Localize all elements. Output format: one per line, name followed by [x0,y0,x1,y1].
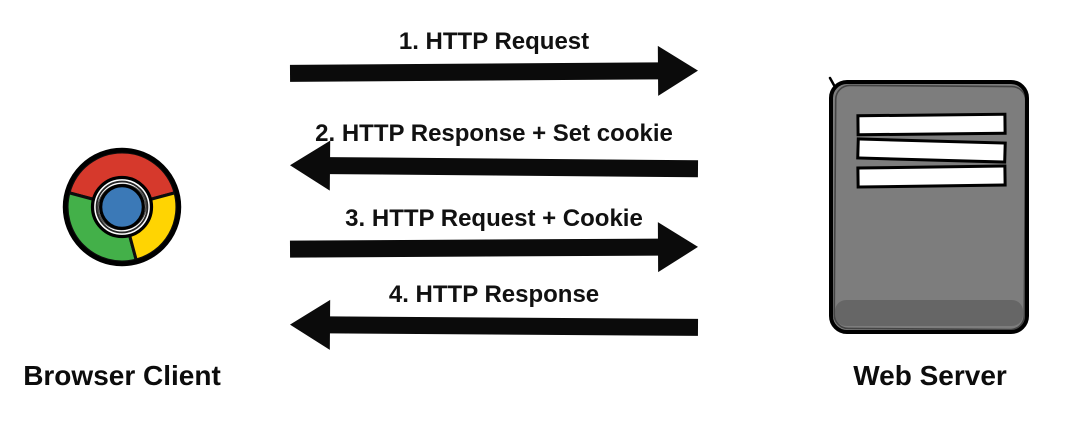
chrome-blue-hub [99,184,145,230]
message-label-4: 4. HTTP Response [388,281,600,308]
server-vent-slots [856,112,1007,189]
message-row-2: 2. HTTP Response + Set cookie [288,120,700,191]
arrow-left-icon [288,137,700,197]
message-row-1: 1. HTTP Request [288,28,700,96]
server-bottom-shade [835,300,1023,326]
arrow-right-icon [288,43,700,102]
chrome-browser-icon [62,147,182,267]
message-label-2: 2. HTTP Response + Set cookie [315,120,673,147]
browser-client-label: Browser Client [23,360,221,391]
message-row-3: 3. HTTP Request + Cookie [288,205,700,273]
web-server-icon [828,76,1029,334]
arrow-right-icon [288,219,700,277]
arrow-left-icon [288,297,700,356]
message-row-4: 4. HTTP Response [288,281,700,350]
message-label-3: 3. HTTP Request + Cookie [345,205,643,232]
message-label-1: 1. HTTP Request [398,28,590,55]
web-server-label: Web Server [853,360,1007,391]
